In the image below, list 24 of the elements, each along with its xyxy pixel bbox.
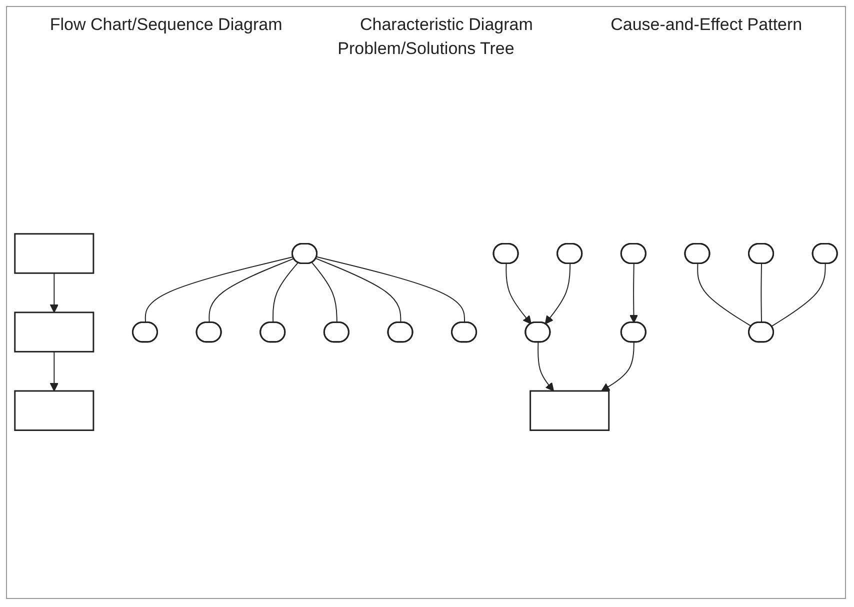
arrow (506, 264, 532, 325)
connector (316, 256, 466, 324)
node-box (14, 234, 94, 274)
connector (208, 258, 294, 324)
arrow (544, 264, 571, 325)
arrow (50, 273, 58, 314)
diagram-heading: Characteristic Diagram (360, 15, 533, 35)
connector (272, 262, 298, 324)
diagram-heading: Cause-and-Effect Pattern (610, 15, 802, 35)
arrow (629, 264, 638, 324)
node-box (530, 390, 610, 432)
connector (771, 264, 826, 328)
connector (144, 256, 294, 324)
diagram-heading: Flow Chart/Sequence Diagram (50, 15, 282, 35)
node-box (14, 312, 94, 353)
arrow (601, 342, 634, 392)
arrow (50, 352, 58, 392)
arrow (538, 342, 554, 392)
connector (312, 262, 338, 324)
connector (697, 264, 752, 328)
connector (760, 264, 762, 324)
node-box (14, 390, 94, 432)
connector (316, 258, 402, 324)
diagram-heading: Problem/Solutions Tree (338, 39, 514, 59)
